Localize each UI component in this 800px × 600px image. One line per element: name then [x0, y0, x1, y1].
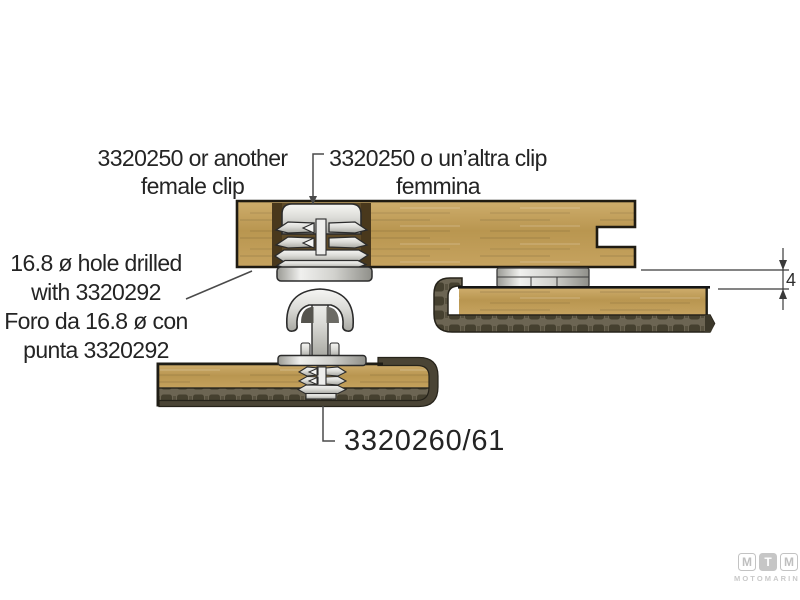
male-clip-flange	[277, 354, 367, 367]
logo-letter-box: M	[780, 553, 798, 571]
male-clip-fin	[296, 384, 348, 395]
dimension-arrow-down-icon	[779, 260, 787, 270]
lower-right-carpet-wrap	[433, 277, 716, 333]
label-hole-note: 16.8 ø hole drilled with 3320292 Foro da…	[0, 249, 192, 365]
label-female-clip-it-line2: femmina	[396, 172, 481, 199]
male-clip-head-shadow	[326, 307, 339, 323]
male-clip-head-shadow	[301, 307, 314, 323]
dimension-value: 4	[786, 270, 797, 290]
lower-right-core-edge	[705, 288, 708, 315]
lower-left-left-edge	[156, 362, 160, 407]
male-clip-fin	[325, 375, 348, 386]
lower-right-carpet-end	[705, 315, 715, 332]
mtm-logo: M T M MOTOMARINE	[734, 553, 800, 583]
drill-hole-shadow-right	[361, 203, 371, 266]
female-clip	[273, 203, 373, 282]
label-female-clip-it: 3320250 o un’altra clip femmina	[322, 145, 554, 200]
label-male-clip-part: 3320260/61	[344, 425, 506, 457]
female-clip-barb	[301, 237, 315, 249]
female-clip-barb	[301, 222, 315, 234]
dimension-arrow-up-icon	[779, 289, 787, 299]
leader-male-clip	[322, 406, 335, 442]
logo-letter-box: T	[759, 553, 777, 571]
leader-hole-note	[185, 270, 253, 300]
male-clip-barb	[307, 367, 318, 377]
leader-arrowhead-icon	[309, 196, 317, 205]
female-clip-fin	[328, 221, 369, 234]
male-clip-barb	[307, 376, 318, 386]
label-female-clip-en-line2: female clip	[140, 172, 245, 199]
label-female-clip-it-line1: 3320250 o un’altra clip	[329, 145, 547, 171]
lower-left-top-edge	[157, 362, 383, 366]
label-hole-note-line2: with 3320292	[31, 279, 161, 305]
male-clip-head	[286, 288, 354, 332]
label-female-clip-en-line1: 3320250 or another	[97, 145, 289, 171]
logo-letter-box: M	[738, 553, 756, 571]
lower-right-top-edge	[458, 286, 710, 289]
lower-left-panel	[156, 356, 439, 408]
label-female-clip-en: 3320250 or another female clip	[85, 145, 300, 200]
mtm-logo-letters: M T M	[734, 553, 798, 571]
lower-left-carpet	[157, 387, 431, 403]
label-hole-note-line4: punta 3320292	[23, 337, 169, 363]
female-clip-fin	[328, 236, 369, 249]
logo-wordmark: MOTOMARINE	[734, 573, 800, 583]
clip-joint-disc	[496, 267, 590, 288]
leader-female-clip	[312, 153, 324, 197]
lower-right-panel	[433, 277, 716, 333]
female-clip-slot	[315, 218, 327, 256]
label-hole-note-line1: 16.8 ø hole drilled	[10, 250, 182, 276]
female-clip-flange	[276, 266, 373, 282]
lower-left-core-grain	[158, 364, 430, 390]
label-hole-note-line3: Foro da 16.8 ø con	[4, 308, 188, 334]
leader-lines	[185, 153, 335, 442]
drill-hole-shadow-left	[272, 203, 282, 266]
gap-dimension	[641, 248, 789, 310]
male-clip-tip	[305, 392, 337, 400]
lower-right-core-grain	[459, 288, 707, 315]
male-clip	[277, 288, 367, 400]
male-clip-fin	[325, 366, 348, 377]
